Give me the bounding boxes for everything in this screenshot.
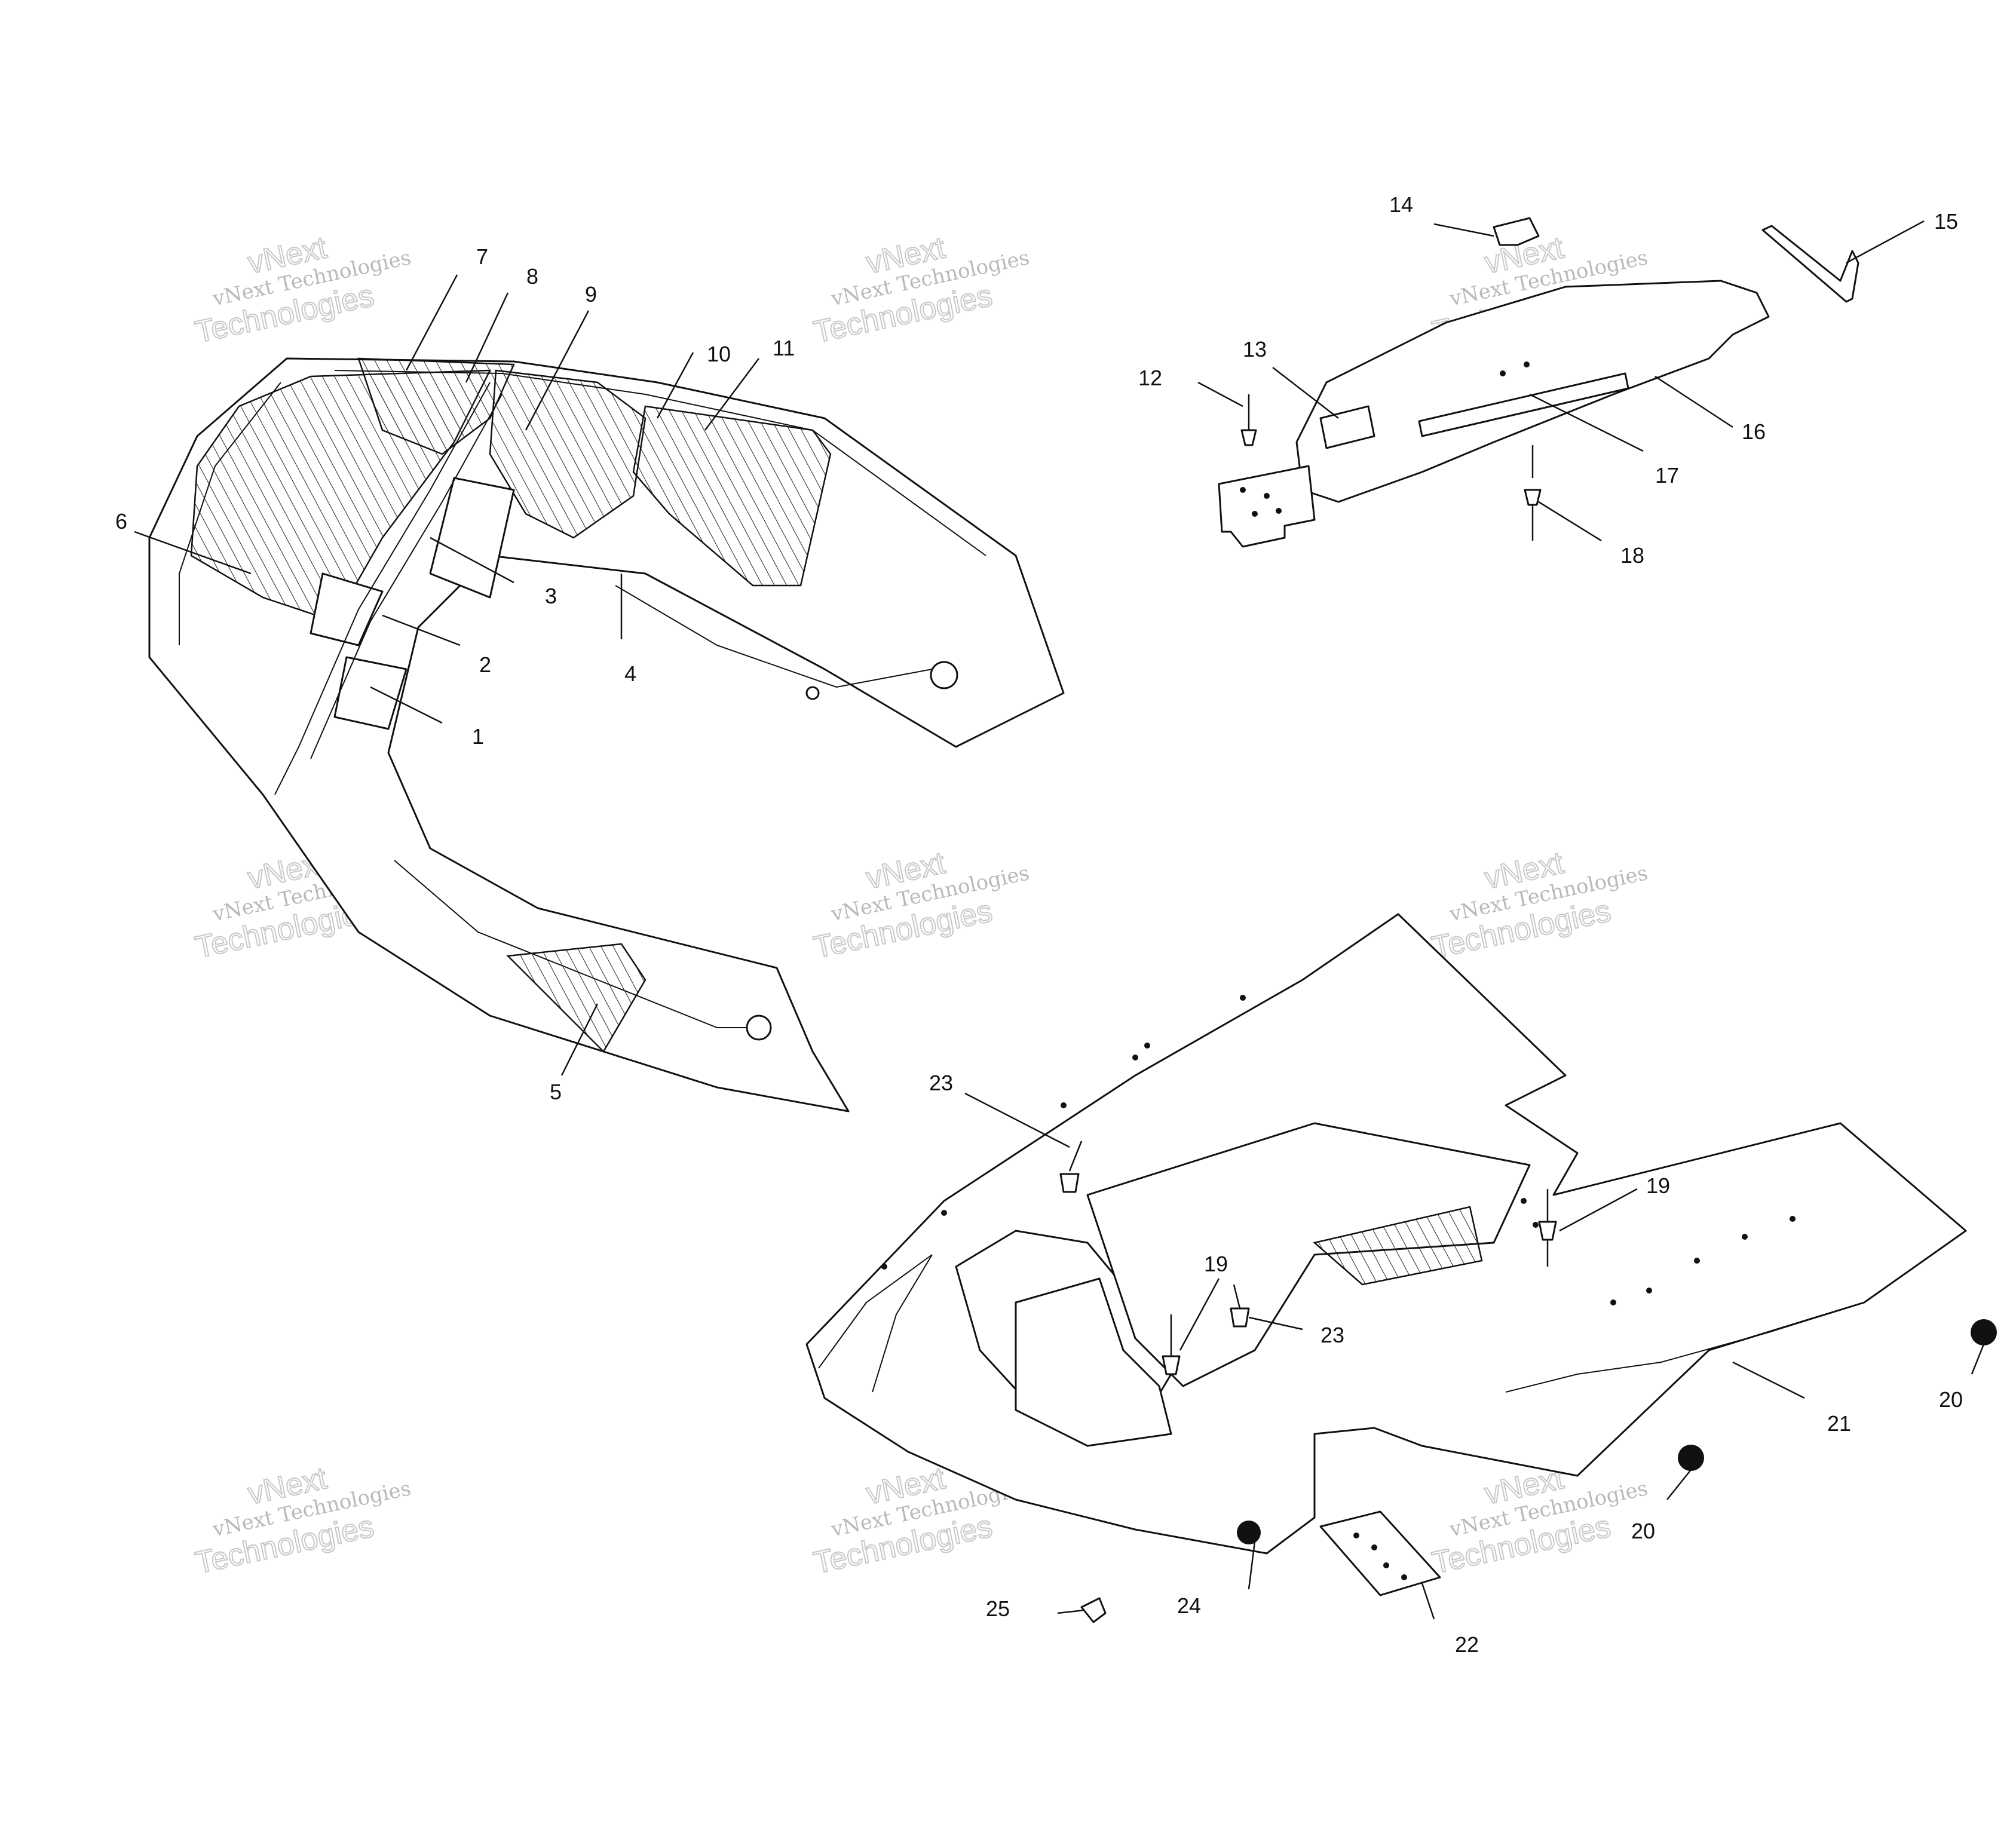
hood-hinge-right	[930, 661, 958, 689]
callout-4: 4	[624, 661, 636, 686]
callout-23: 23	[929, 1071, 953, 1095]
console-hole	[1524, 361, 1530, 367]
rivet-12	[1240, 394, 1257, 446]
console-panel	[1295, 280, 1770, 503]
callout-20: 20	[1631, 1519, 1655, 1543]
plug-20-right	[1971, 1319, 1997, 1345]
console-hinge	[1218, 465, 1316, 548]
fastener-23-lower	[1230, 1284, 1250, 1328]
dash-bracket	[310, 572, 384, 646]
decal-lower	[506, 943, 647, 1053]
hinge-hole	[1252, 511, 1258, 517]
callout-17: 17	[1655, 463, 1679, 488]
watermark: vNext vNext Technologies Technologies	[1429, 845, 1650, 965]
belly-right-wing	[1505, 1302, 1865, 1393]
callout-16: 16	[1742, 419, 1766, 444]
rivet-18	[1524, 445, 1542, 541]
watermark: vNext vNext Technologies Technologies	[192, 229, 413, 350]
callout-8: 8	[526, 264, 538, 289]
callout-12: 12	[1138, 366, 1162, 390]
callout-19: 19	[1646, 1173, 1670, 1198]
hinge-hole	[1240, 487, 1246, 493]
clip-25	[1080, 1597, 1107, 1623]
callout-20: 20	[1939, 1387, 1963, 1412]
decal-top	[357, 357, 515, 455]
callout-3: 3	[545, 584, 557, 608]
callout-5: 5	[550, 1080, 562, 1104]
watermark: vNext vNext Technologies Technologies	[192, 1460, 413, 1581]
callout-9: 9	[585, 282, 597, 306]
belly-recess	[1086, 1122, 1531, 1387]
hinge-hole	[1276, 508, 1282, 514]
side-rail	[615, 585, 933, 688]
hood-hinge-lower	[746, 1014, 772, 1041]
belly-strap	[1313, 1206, 1483, 1286]
console-cable	[1761, 225, 1859, 303]
callout-2: 2	[479, 652, 491, 677]
plug-24	[1237, 1521, 1261, 1544]
hood-hole	[805, 686, 820, 700]
plug-20-lower	[1678, 1445, 1704, 1471]
callout-21: 21	[1827, 1411, 1851, 1436]
callout-22: 22	[1455, 1632, 1479, 1657]
callout-6: 6	[115, 509, 127, 534]
callout-11: 11	[773, 336, 795, 360]
callout-1: 1	[472, 724, 484, 749]
callout-19: 19	[1204, 1252, 1228, 1276]
hood-assembly	[148, 357, 1065, 1112]
headlight-column	[274, 382, 503, 795]
callout-25: 25	[986, 1596, 1010, 1621]
belly-bracket	[1015, 1277, 1172, 1447]
dash-bracket-lower	[333, 656, 408, 730]
console-decal-strip	[1418, 372, 1629, 437]
callout-24: 24	[1177, 1593, 1201, 1618]
console-hole	[1500, 370, 1506, 376]
console-assembly	[1218, 217, 1859, 548]
console-clip	[1493, 217, 1540, 246]
callout-15: 15	[1934, 209, 1958, 234]
skid-plate	[1319, 1510, 1441, 1596]
watermark: vNext vNext Technologies Technologies	[810, 229, 1031, 350]
fastener-19-lower	[1162, 1314, 1181, 1375]
watermark: vNext vNext Technologies Technologies	[810, 845, 1031, 965]
lower-rail	[394, 860, 765, 1028]
callout-14: 14	[1389, 192, 1413, 217]
hinge-hole	[1264, 493, 1270, 499]
decal-center	[489, 369, 647, 539]
callout-23: 23	[1320, 1323, 1344, 1347]
leader-lines	[134, 220, 1985, 1620]
callout-13: 13	[1243, 337, 1267, 361]
belly-nose	[818, 1254, 933, 1393]
skid-plate-holes	[1353, 1532, 1407, 1580]
callouts: 1 2 3 4 5 6 7 8 9 10 11 12 13 14 15 16 1…	[115, 192, 1963, 1657]
callout-18: 18	[1620, 543, 1644, 568]
fastener-23-upper	[1059, 1141, 1083, 1193]
fastener-19-right	[1538, 1189, 1557, 1267]
callout-7: 7	[476, 244, 488, 269]
belly-pan-assembly	[805, 913, 1997, 1623]
console-sticker	[1319, 405, 1375, 449]
belly-holes	[881, 995, 1796, 1305]
callout-10: 10	[707, 342, 731, 366]
decal-right	[632, 405, 832, 587]
